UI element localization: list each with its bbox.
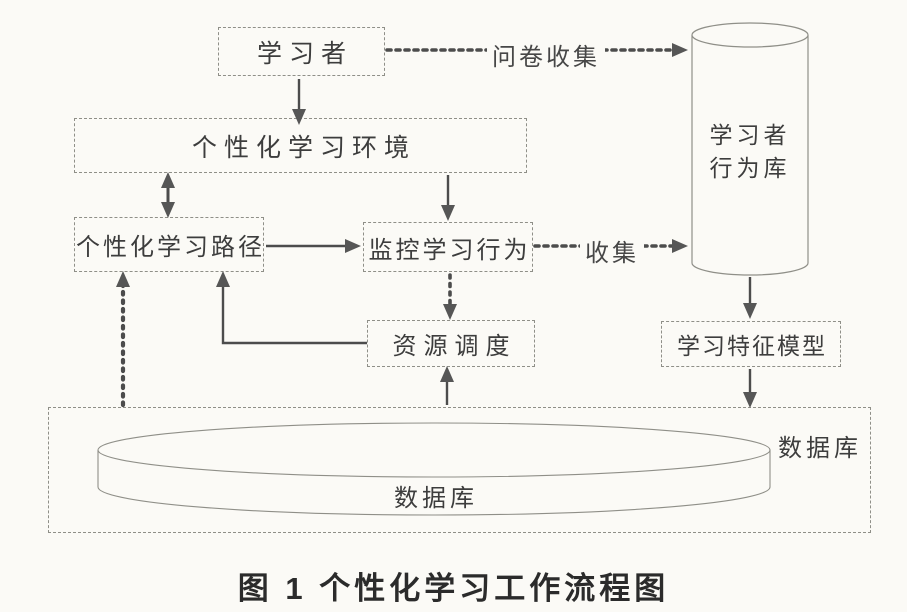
database-container-label: 数据库	[778, 436, 862, 462]
behavior-store-label-line2: 行为库	[709, 156, 791, 181]
database-disk-shape	[97, 422, 771, 516]
node-learning-path-label: 个性化学习路径	[76, 235, 265, 261]
figure-caption: 图 1 个性化学习工作流程图	[237, 571, 670, 606]
node-environment-label: 个性化学习环境	[191, 134, 416, 162]
node-monitor-label: 监控学习行为	[368, 237, 531, 264]
edge-label-collection: 收集	[580, 233, 644, 268]
node-learning-feature-model: 学习特征模型	[661, 321, 841, 367]
node-feature-model-label: 学习特征模型	[677, 334, 827, 359]
behavior-store-label: 学习者 行为库	[692, 119, 808, 185]
node-learner-label: 学习者	[256, 40, 353, 68]
node-database-container	[48, 407, 871, 533]
edge-label-questionnaire-collection: 问卷收集	[487, 37, 605, 72]
behavior-store-label-line1: 学习者	[709, 123, 791, 148]
behavior-store-cylinder	[691, 22, 809, 276]
node-monitor-learning-behavior: 监控学习行为	[363, 222, 533, 272]
database-disk-label: 数据库	[394, 486, 478, 512]
node-resource-scheduling-label: 资源调度	[392, 334, 517, 360]
arrow-resource-to-path	[216, 271, 367, 345]
node-learner: 学习者	[218, 27, 385, 76]
